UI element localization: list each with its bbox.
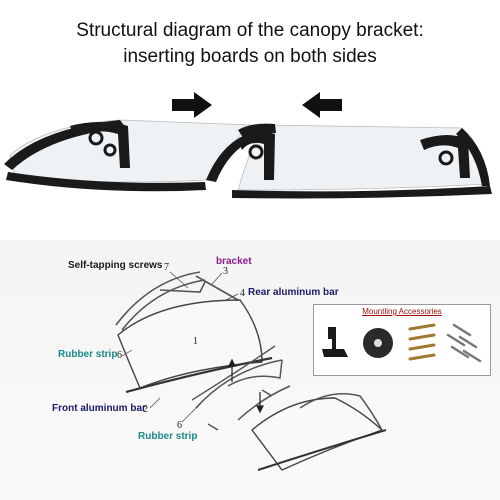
lower-panel-assembly — [251, 393, 387, 471]
wall-bracket-icon — [322, 327, 348, 357]
part-number-4: 4 — [240, 288, 245, 299]
accessories-illustration — [322, 323, 482, 363]
part-number-1: 1 — [193, 336, 198, 347]
top-panel — [0, 0, 500, 240]
right-canopy-half — [206, 123, 492, 199]
label-rubber-strip-upper: Rubber strip — [58, 349, 118, 360]
left-canopy-half — [4, 119, 251, 192]
diagram-title: Structural diagram of the canopy bracket… — [76, 20, 424, 41]
leader-lines — [121, 271, 239, 423]
part-number-6-upper: 6 — [117, 350, 122, 361]
arrow-right-icon — [172, 92, 212, 118]
expansion-bolts-icon — [408, 323, 436, 361]
label-rear-aluminum-bar: Rear aluminum bar — [248, 287, 339, 298]
part-number-2: 2 — [143, 404, 148, 415]
middle-bracket — [195, 359, 291, 421]
label-bracket: bracket — [216, 256, 252, 267]
part-number-6-lower: 6 — [177, 420, 182, 431]
mounting-accessories-box: Mountling Accessories — [313, 304, 491, 376]
screws-icon — [446, 323, 482, 363]
arrow-left-icon — [302, 92, 342, 118]
polycarbonate-panel — [117, 299, 263, 389]
label-rubber-strip-lower: Rubber strip — [138, 431, 198, 442]
screw-parts — [207, 389, 273, 431]
top-bracket — [115, 271, 239, 331]
front-aluminum-bar — [125, 356, 273, 394]
rubber-strip-part — [191, 345, 276, 401]
assembly-arrows — [228, 358, 264, 414]
part-number-7: 7 — [164, 262, 169, 273]
diagram-subtitle: inserting boards on both sides — [123, 46, 377, 67]
rubber-washer-icon — [363, 328, 393, 358]
label-self-tapping-screws: Self-tapping screws — [68, 260, 163, 271]
canopy-assembly-illustration — [4, 92, 492, 199]
label-front-aluminum-bar: Front aluminum bar — [52, 403, 146, 414]
mounting-accessories-title: Mountling Accessories — [362, 307, 442, 316]
part-number-3: 3 — [223, 266, 228, 277]
